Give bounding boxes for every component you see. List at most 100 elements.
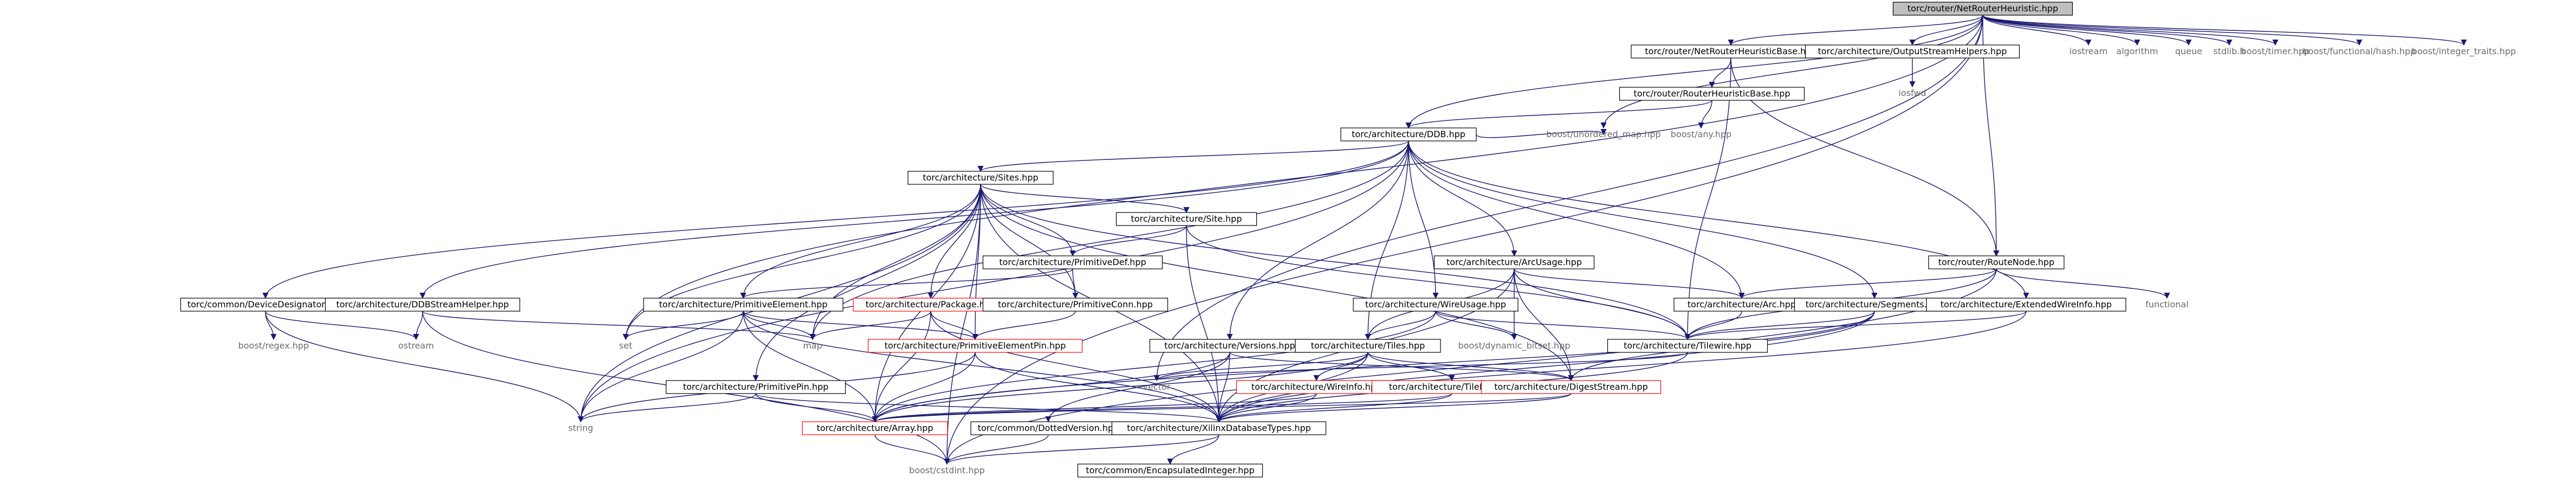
edge-ewi-to-tilewire <box>1684 311 2027 340</box>
edge-sites-to-package <box>927 184 981 299</box>
graph-node-site[interactable]: torc/architecture/Site.hpp <box>1115 212 1257 226</box>
graph-node-pdef[interactable]: torc/architecture/PrimitiveDef.hpp <box>982 255 1163 269</box>
edge-segments-to-tilewire <box>1684 311 1875 340</box>
node-box <box>867 339 1083 353</box>
node-box <box>1926 298 2126 312</box>
edge-routenode-to-functional <box>1996 268 2170 299</box>
node-box <box>1433 255 1595 269</box>
graph-node-osh[interactable]: torc/architecture/OutputStreamHelpers.hp… <box>1805 44 2020 59</box>
edge-package-to-map <box>809 311 931 340</box>
graph-node-xdbt[interactable]: torc/architecture/XilinxDatabaseTypes.hp… <box>1111 421 1327 435</box>
graph-node-sites[interactable]: torc/architecture/Sites.hpp <box>907 171 1054 185</box>
graph-node-root[interactable]: torc/router/NetRouterHeuristic.hpp <box>1892 2 2073 16</box>
edge-array-to-cstdint <box>874 434 950 465</box>
graph-node-array[interactable]: torc/architecture/Array.hpp <box>802 421 948 435</box>
graph-node-rhb[interactable]: torc/router/RouterHeuristicBase.hpp <box>1619 87 1805 101</box>
graph-node-digest[interactable]: torc/architecture/DigestStream.hpp <box>1481 380 1662 394</box>
graph-node-routenode[interactable]: torc/router/RouteNode.hpp <box>1928 255 2065 269</box>
edge-rhb-to-bany <box>1698 100 1712 129</box>
graph-node-ddb[interactable]: torc/architecture/DDB.hpp <box>1340 127 1477 141</box>
edge-ddb-to-string <box>578 140 1409 423</box>
edge-segments-to-xdbt <box>1216 311 1875 423</box>
node-box <box>1673 298 1810 312</box>
edge-ppin-to-xdbt <box>755 393 1222 423</box>
edge-tilewire-to-vector <box>1153 352 1688 382</box>
edge-versions-to-xdbt <box>1216 352 1230 423</box>
edge-pdef-to-pconn <box>1072 268 1079 299</box>
node-label: torc/architecture/Tilewire.hpp <box>1624 340 1751 351</box>
graph-node-nrhb[interactable]: torc/router/NetRouterHeuristicBase.hpp <box>1631 44 1831 59</box>
graph-node-bumap: boost/unordered_map.hpp <box>1546 129 1660 140</box>
graph-node-ostream: ostream <box>398 340 434 351</box>
node-label: torc/architecture/Package.hpp <box>866 299 996 310</box>
graph-node-algorithm: algorithm <box>2116 46 2158 56</box>
graph-node-wireinfo[interactable]: torc/architecture/WireInfo.hpp <box>1236 380 1397 394</box>
edge-digest-to-array <box>872 393 1572 423</box>
graph-node-ewi[interactable]: torc/architecture/ExtendedWireInfo.hpp <box>1926 298 2126 312</box>
graph-node-encint[interactable]: torc/common/EncapsulatedInteger.hpp <box>1077 463 1263 478</box>
edge-rhb-to-ddb <box>1405 100 1712 129</box>
node-label: torc/router/RouterHeuristicBase.hpp <box>1633 88 1790 99</box>
node-label: torc/architecture/WireUsage.hpp <box>1365 299 1506 310</box>
node-label: torc/architecture/WireInfo.hpp <box>1251 382 1381 392</box>
graph-node-versions[interactable]: torc/architecture/Versions.hpp <box>1149 339 1310 353</box>
node-box <box>1115 212 1257 226</box>
edge-root-to-vector <box>1153 15 1983 382</box>
edge-root-to-queue <box>1982 15 2192 46</box>
node-box <box>1481 380 1662 394</box>
edge-devdes-to-string <box>265 311 584 423</box>
node-label: vector <box>1143 382 1171 392</box>
edge-versions-to-digest <box>1229 352 1574 382</box>
graph-node-functional: functional <box>2145 299 2189 310</box>
graph-node-wireusage[interactable]: torc/architecture/WireUsage.hpp <box>1353 298 1519 312</box>
graph-node-ppin[interactable]: torc/architecture/PrimitivePin.hpp <box>665 380 846 394</box>
edge-arcusage-to-digest <box>1514 268 1574 382</box>
graph-node-pconn[interactable]: torc/architecture/PrimitiveConn.hpp <box>982 298 1169 312</box>
edge-pepin-to-array <box>872 352 976 423</box>
graph-node-ddbsh[interactable]: torc/architecture/DDBStreamHelper.hpp <box>325 298 521 312</box>
node-box <box>907 171 1054 185</box>
edge-ddb-to-sites <box>977 140 1409 172</box>
node-label: ostream <box>398 340 434 351</box>
edge-root-to-iostream <box>1982 15 2092 46</box>
graph-node-tiles[interactable]: torc/architecture/Tiles.hpp <box>1295 339 1441 353</box>
edge-ddb-to-wireusage <box>1408 140 1439 299</box>
edge-site-to-xdbt <box>1186 225 1222 423</box>
graph-node-pelem[interactable]: torc/architecture/PrimitiveElement.hpp <box>643 298 843 312</box>
node-label: torc/architecture/DigestStream.hpp <box>1494 382 1647 392</box>
edge-versions-to-array <box>872 352 1230 423</box>
node-box <box>982 255 1163 269</box>
node-label: torc/architecture/DDBStreamHelper.hpp <box>336 299 509 310</box>
graph-node-btimer: boost/timer.hpp <box>2241 46 2310 56</box>
node-label: string <box>568 423 593 433</box>
edge-tiles-to-array <box>872 352 1368 423</box>
edge-package-to-array <box>872 311 931 423</box>
node-label: torc/architecture/PrimitiveConn.hpp <box>998 299 1153 310</box>
node-box <box>1340 127 1477 141</box>
graph-node-package[interactable]: torc/architecture/Package.hpp <box>853 298 1009 312</box>
edge-ddb-to-bumap <box>1476 128 1607 138</box>
edge-versions-to-dotver <box>1045 352 1230 423</box>
graph-node-queue: queue <box>2175 46 2202 56</box>
node-box <box>1111 421 1327 435</box>
node-box <box>1631 44 1831 59</box>
graph-node-arc[interactable]: torc/architecture/Arc.hpp <box>1673 298 1810 312</box>
node-label: iosfwd <box>1898 88 1926 98</box>
node-label: torc/architecture/Array.hpp <box>816 423 933 433</box>
graph-node-dotver[interactable]: torc/common/DottedVersion.hpp <box>970 421 1126 435</box>
edge-ddbsh-to-map <box>422 311 816 340</box>
node-label: torc/router/NetRouterHeuristicBase.hpp <box>1645 46 1816 56</box>
edge-root-to-algorithm <box>1982 15 2140 46</box>
node-label: boost/cstdint.hpp <box>909 465 985 475</box>
edge-root-to-bint <box>1982 15 2467 46</box>
graph-node-iosfwd: iosfwd <box>1898 88 1926 98</box>
edge-root-to-set <box>622 15 1983 340</box>
graph-node-pepin[interactable]: torc/architecture/PrimitiveElementPin.hp… <box>867 339 1083 353</box>
graph-node-tilewire[interactable]: torc/architecture/Tilewire.hpp <box>1607 339 1768 353</box>
graph-node-arcusage[interactable]: torc/architecture/ArcUsage.hpp <box>1433 255 1595 269</box>
edge-sites-to-tilewire <box>980 184 1691 340</box>
graph-node-devdes[interactable]: torc/common/DeviceDesignator.hpp <box>180 298 351 312</box>
node-box <box>1607 339 1768 353</box>
node-box <box>665 380 846 394</box>
node-label: torc/common/DottedVersion.hpp <box>978 423 1119 433</box>
